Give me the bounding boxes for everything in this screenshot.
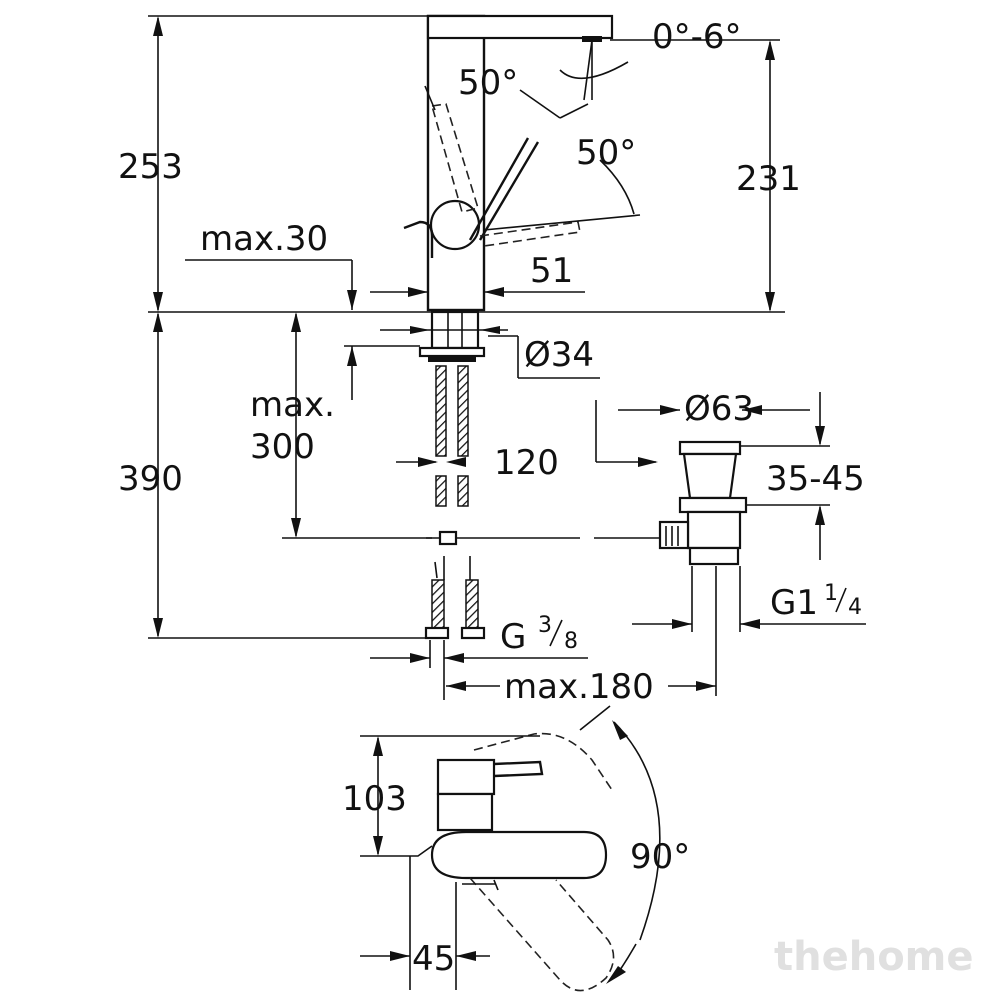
dim-231 xyxy=(765,40,775,312)
lever-handle xyxy=(468,137,530,241)
dim-max30 xyxy=(185,259,357,310)
dim-35-45 xyxy=(740,392,830,560)
label-253: 253 xyxy=(118,147,183,187)
dim-g114 xyxy=(632,566,866,632)
watermark: thehome xyxy=(774,934,974,980)
top-view xyxy=(409,732,615,992)
label-g1: G1 xyxy=(770,583,818,623)
label-103: 103 xyxy=(342,779,407,819)
label-51: 51 xyxy=(530,251,573,291)
label-45: 45 xyxy=(412,939,455,979)
lever-lip xyxy=(403,220,434,258)
mounting-assembly xyxy=(380,310,508,640)
pop-up-rod xyxy=(426,530,666,546)
dim-51 xyxy=(370,287,585,297)
dim-g38 xyxy=(370,640,588,700)
lever-range xyxy=(424,85,641,247)
dim-45 xyxy=(360,951,490,961)
label-0-6: 0°-6° xyxy=(652,17,742,57)
spout xyxy=(426,14,614,40)
dim-253 xyxy=(148,15,428,312)
label-90: 90° xyxy=(630,837,690,877)
label-390: 390 xyxy=(118,459,183,499)
label-300: 300 xyxy=(250,427,315,467)
waste-valve xyxy=(658,440,748,566)
label-g1-den: 4 xyxy=(848,595,862,620)
label-35-45: 35-45 xyxy=(766,459,865,499)
lever-hub xyxy=(429,199,481,251)
label-120: 120 xyxy=(494,443,559,483)
label-50b: 50° xyxy=(576,133,636,173)
faucet-body xyxy=(403,14,614,312)
label-max: max. xyxy=(250,385,335,425)
label-d63: Ø63 xyxy=(684,389,754,429)
tilt-indicator xyxy=(559,39,780,101)
dim-d34 xyxy=(344,335,600,400)
label-g-num: 3 xyxy=(538,613,552,638)
swivel-arc xyxy=(579,705,661,984)
label-max30: max.30 xyxy=(200,219,328,259)
label-231: 231 xyxy=(736,159,801,199)
dim-max300 xyxy=(282,312,432,539)
dim-max180 xyxy=(446,566,717,696)
label-g: G xyxy=(500,617,526,657)
label-d34: Ø34 xyxy=(524,335,594,375)
dim-390 xyxy=(148,312,426,639)
dim-d63 xyxy=(595,400,810,467)
label-g-den: 8 xyxy=(564,629,578,654)
label-max180: max.180 xyxy=(504,667,654,707)
label-50a: 50° xyxy=(458,63,518,103)
label-g1-num: 1 xyxy=(824,581,838,606)
dim-120 xyxy=(396,457,466,467)
aerator xyxy=(582,36,602,42)
dim-103 xyxy=(360,735,540,857)
